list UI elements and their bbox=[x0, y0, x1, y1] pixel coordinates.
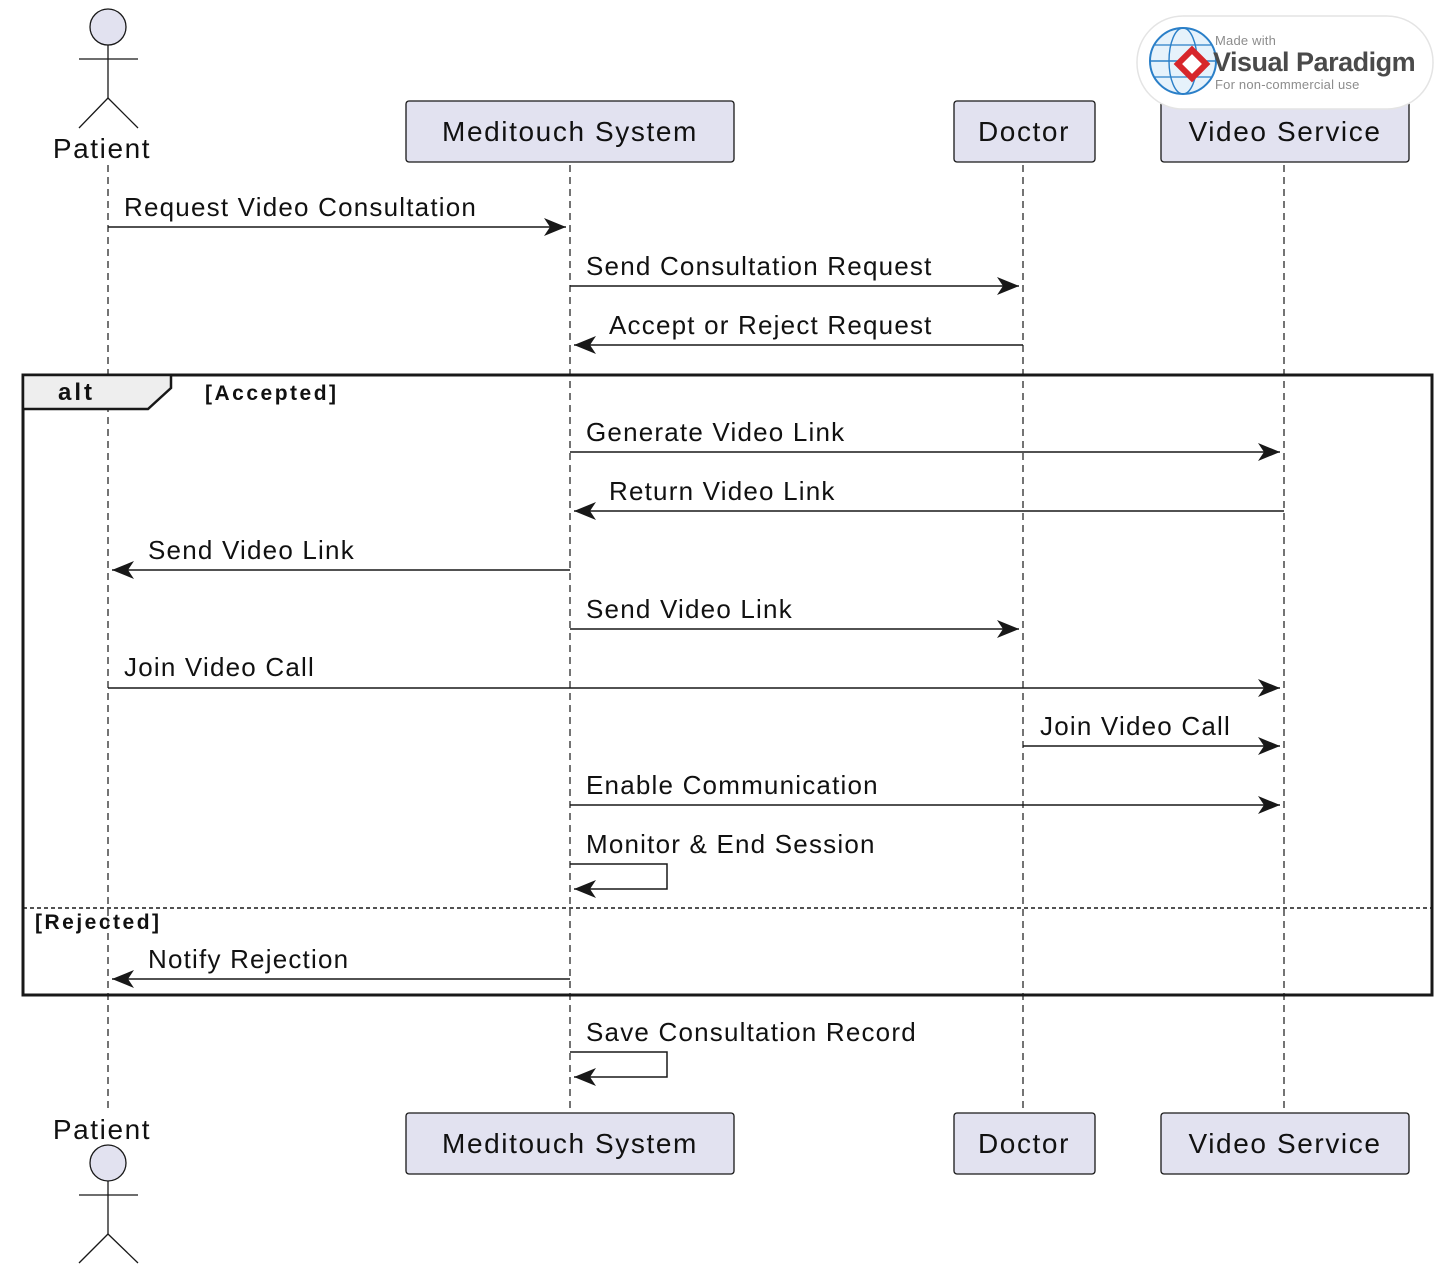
message-label: Send Video Link bbox=[586, 594, 793, 624]
message-arrow-monitor-end-session bbox=[570, 863, 668, 898]
participant-box-video-bottom bbox=[1160, 1112, 1410, 1175]
message-labels: Request Video Consultation Send Consulta… bbox=[124, 192, 1231, 1047]
watermark-line-1: Made with bbox=[1215, 33, 1276, 48]
actor-patient-bottom bbox=[78, 1144, 139, 1264]
message-label: Join Video Call bbox=[1040, 711, 1231, 741]
participant-box-meditouch-bottom bbox=[405, 1112, 735, 1175]
participants-top: Patient Meditouch System Doctor Video Se… bbox=[53, 8, 1410, 164]
participant-label-meditouch-top: Meditouch System bbox=[442, 116, 698, 147]
watermark-line-3: For non-commercial use bbox=[1215, 77, 1360, 92]
participant-label-doctor-top: Doctor bbox=[978, 116, 1070, 147]
actor-patient-label-top: Patient bbox=[53, 133, 151, 164]
message-arrow-save-consultation-record bbox=[570, 1051, 668, 1086]
alt-operator-tab bbox=[21, 373, 173, 411]
message-label: Enable Communication bbox=[586, 770, 879, 800]
message-label: Save Consultation Record bbox=[586, 1017, 917, 1047]
message-label: Return Video Link bbox=[609, 476, 836, 506]
participants-bottom: Patient Meditouch System Doctor Video Se… bbox=[53, 1112, 1410, 1264]
participant-label-doctor-bottom: Doctor bbox=[978, 1128, 1070, 1159]
actor-leg-right bbox=[107, 1233, 139, 1264]
actor-leg-right bbox=[107, 97, 139, 129]
message-label: Join Video Call bbox=[124, 652, 315, 682]
guard-rejected: [Rejected] bbox=[35, 911, 162, 934]
lifelines bbox=[107, 165, 1285, 1108]
visual-paradigm-watermark: Made with Visual Paradigm For non-commer… bbox=[1136, 15, 1434, 110]
message-label: Accept or Reject Request bbox=[609, 310, 933, 340]
watermark-badge bbox=[1136, 15, 1434, 110]
messages bbox=[108, 218, 1284, 1086]
actor-head bbox=[89, 8, 127, 46]
participant-box-doctor-top bbox=[953, 100, 1096, 163]
guard-accepted: [Accepted] bbox=[205, 382, 339, 405]
globe-logo-icon bbox=[1149, 27, 1217, 95]
actor-patient-label-bottom: Patient bbox=[53, 1114, 151, 1145]
message-label: Send Video Link bbox=[148, 535, 355, 565]
participant-label-video-top: Video Service bbox=[1188, 116, 1381, 147]
participant-label-meditouch-bottom: Meditouch System bbox=[442, 1128, 698, 1159]
alt-fragment: alt [Accepted] [Rejected] bbox=[21, 373, 1434, 997]
message-label: Notify Rejection bbox=[148, 944, 349, 974]
participant-box-doctor-bottom bbox=[953, 1112, 1096, 1175]
message-label: Request Video Consultation bbox=[124, 192, 477, 222]
alt-operator-label: alt bbox=[58, 379, 95, 406]
actor-patient-top bbox=[78, 8, 139, 129]
message-label: Send Consultation Request bbox=[586, 251, 933, 281]
actor-head bbox=[89, 1144, 127, 1182]
watermark-line-2: Visual Paradigm bbox=[1213, 47, 1415, 77]
participant-box-meditouch-top bbox=[405, 100, 735, 163]
message-label: Monitor & End Session bbox=[586, 829, 876, 859]
participant-label-video-bottom: Video Service bbox=[1188, 1128, 1381, 1159]
message-label: Generate Video Link bbox=[586, 417, 845, 447]
actor-leg-left bbox=[78, 97, 109, 129]
alt-frame-border bbox=[21, 373, 1434, 997]
actor-leg-left bbox=[78, 1233, 109, 1264]
